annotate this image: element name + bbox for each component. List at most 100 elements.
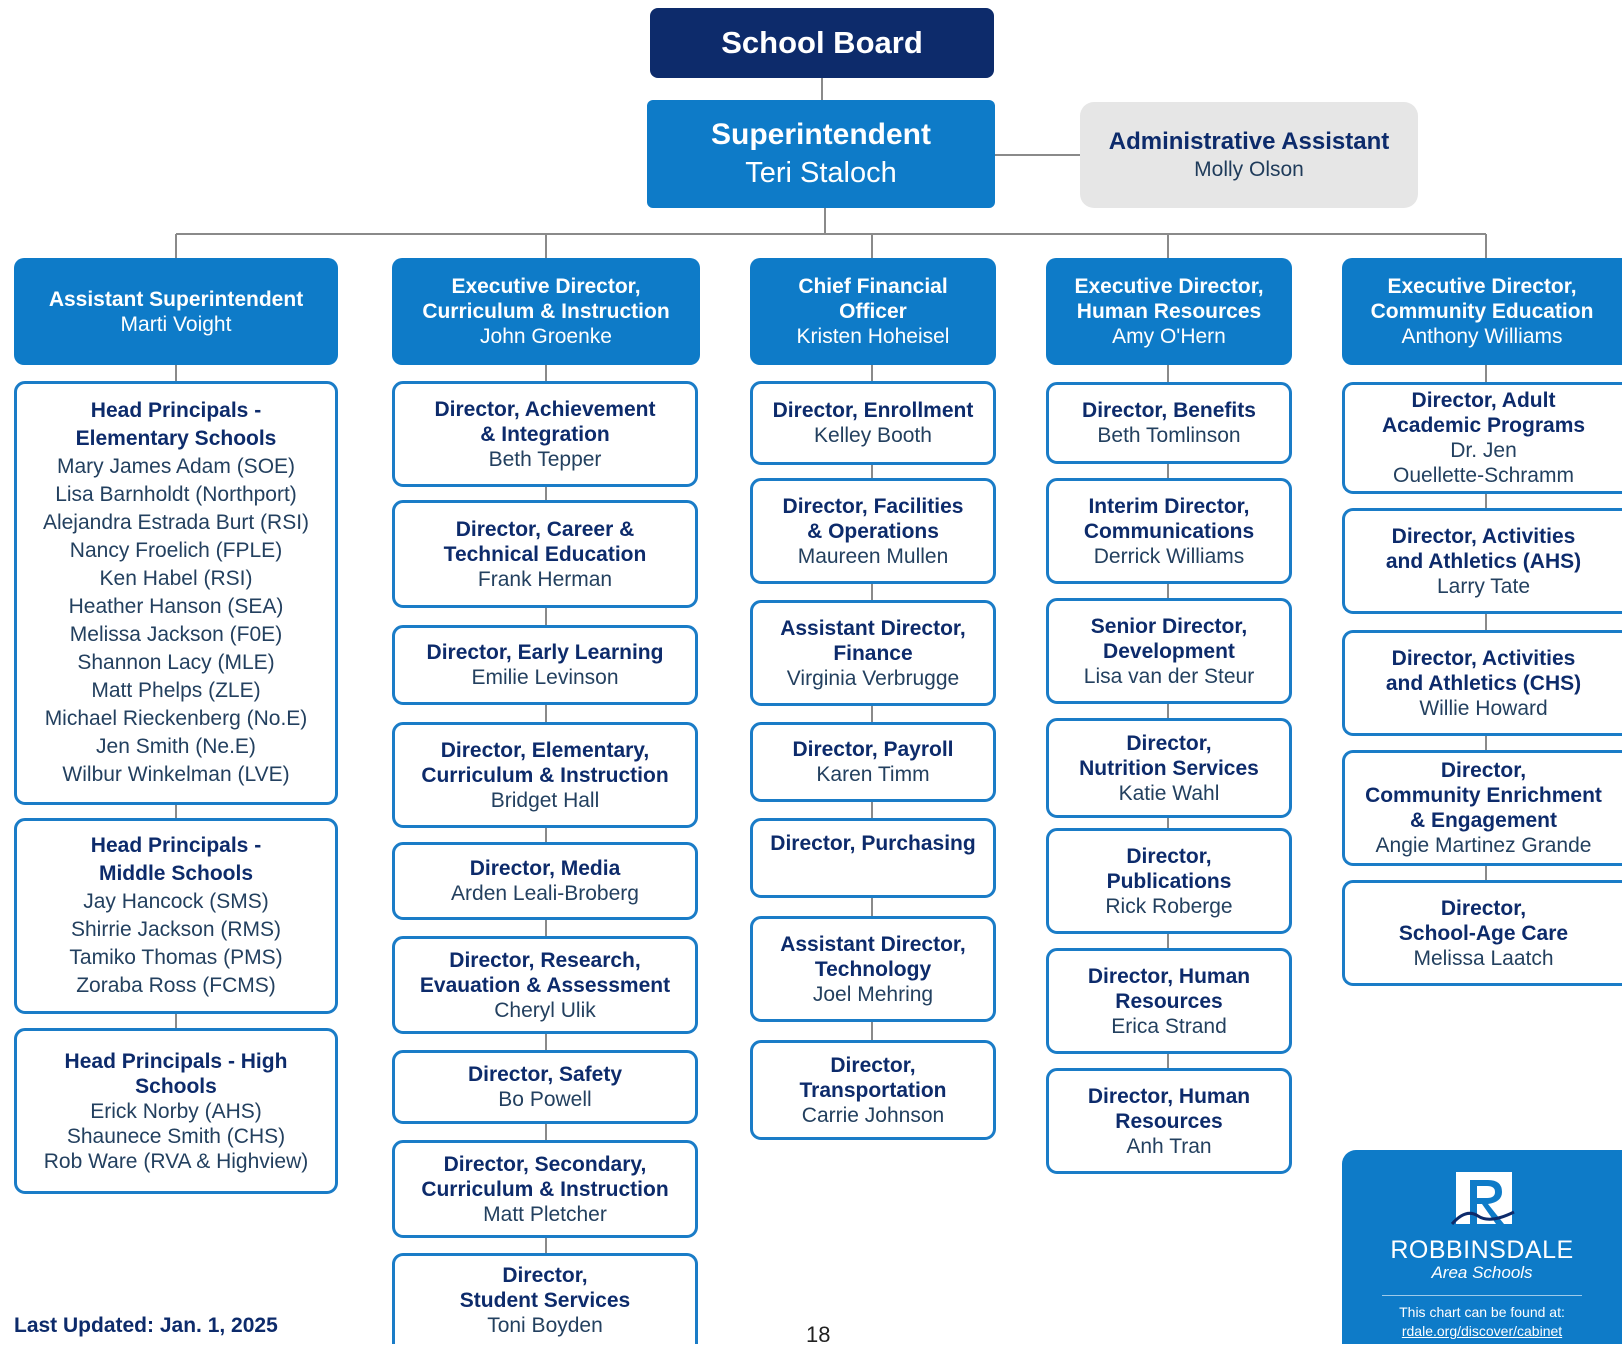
principal-name: Heather Hanson (SEA) — [68, 595, 284, 618]
card-title: Director, Elementary, Curriculum & Instr… — [421, 738, 669, 787]
card-director: Senior Director, Development Lisa van de… — [1046, 598, 1292, 704]
card-director: Director, Research, Evauation & Assessme… — [392, 936, 698, 1034]
principal-name: Shirrie Jackson (RMS) — [70, 918, 282, 941]
column-head-cfo: Chief Financial Officer Kristen Hoheisel — [750, 258, 996, 365]
column-head-title: Assistant Superintendent — [48, 287, 304, 311]
card-title: Director, Student Services — [459, 1263, 631, 1312]
card-title: Director, Human Resources — [1087, 1084, 1251, 1133]
card-director: Director, Nutrition Services Katie Wahl — [1046, 718, 1292, 818]
card-director: Director, Activities and Athletics (CHS)… — [1342, 630, 1622, 736]
card-title: Senior Director, Development — [1090, 614, 1248, 663]
card-title: Director, Career & Technical Education — [443, 517, 647, 566]
card-name: Larry Tate — [1437, 574, 1530, 598]
card-director: Director, School-Age Care Melissa Laatch — [1342, 880, 1622, 986]
card-name: Toni Boyden — [487, 1313, 603, 1337]
card-title: Director, Safety — [467, 1063, 623, 1086]
card-director: Director, Achievement & Integration Beth… — [392, 381, 698, 487]
card-name: Cheryl Ulik — [494, 998, 596, 1022]
card-name: Anh Tran — [1126, 1134, 1212, 1158]
card-director: Director, Career & Technical Education F… — [392, 500, 698, 608]
card-title: Director, Facilities & Operations — [782, 494, 964, 543]
superintendent-title: Superintendent — [710, 118, 931, 151]
page-number: 18 — [806, 1322, 831, 1347]
card-name: Willie Howard — [1419, 696, 1548, 720]
robbinsdale-logo-block: ROBBINSDALE Area Schools This chart can … — [1342, 1150, 1622, 1344]
card-director: Director, Safety Bo Powell — [392, 1050, 698, 1124]
card-director: Director, Activities and Athletics (AHS)… — [1342, 508, 1622, 614]
logo-subtitle: Area Schools — [1431, 1263, 1533, 1282]
column-head-curriculum-instruction: Executive Director, Curriculum & Instruc… — [392, 258, 700, 365]
column-head-name: Kristen Hoheisel — [796, 325, 950, 348]
card-name: Bridget Hall — [490, 788, 600, 812]
robbinsdale-r-logo-icon — [1450, 1172, 1515, 1226]
card-name: Arden Leali-Broberg — [451, 882, 639, 905]
card-title: Director, Secondary, Curriculum & Instru… — [421, 1152, 669, 1201]
card-director: Director, Publications Rick Roberge — [1046, 828, 1292, 934]
card-title: Head Principals - Middle Schools — [90, 834, 262, 885]
logo-url-link[interactable]: rdale.org/discover/cabinet — [1401, 1323, 1563, 1339]
card-name: Katie Wahl — [1118, 781, 1220, 805]
card-title: Director, Enrollment — [772, 399, 974, 422]
card-director: Director, Facilities & Operations Mauree… — [750, 478, 996, 584]
principal-name: Zoraba Ross (FCMS) — [76, 974, 276, 997]
card-director: Director, Secondary, Curriculum & Instru… — [392, 1140, 698, 1238]
card-title: Assistant Director, Technology — [780, 932, 966, 981]
column-head-title: Executive Director, Community Education — [1370, 275, 1594, 323]
principal-name: Rob Ware (RVA & Highview) — [43, 1149, 309, 1173]
column-head-title: Executive Director, Curriculum & Instruc… — [422, 275, 670, 323]
admin-assistant-title: Administrative Assistant — [1108, 128, 1390, 155]
card-name: Melissa Laatch — [1413, 946, 1554, 970]
principal-name: Jay Hancock (SMS) — [83, 890, 269, 913]
principal-name: Nancy Froelich (FPLE) — [69, 539, 283, 562]
column-head-name: Marti Voight — [120, 312, 232, 336]
card-name: Maureen Mullen — [797, 544, 949, 568]
card-name: Joel Mehring — [812, 982, 934, 1006]
card-title: Director, Community Enrichment & Engagem… — [1365, 759, 1602, 832]
card-title: Director, Research, Evauation & Assessme… — [419, 948, 671, 997]
card-name: Frank Herman — [477, 567, 613, 591]
card-title: Director, Media — [469, 857, 621, 880]
card-name: Rick Roberge — [1105, 894, 1233, 918]
card-name: Virginia Verbrugge — [786, 666, 960, 690]
column-head-assistant-superintendent: Assistant Superintendent Marti Voight — [14, 258, 338, 365]
column-head-title: Chief Financial Officer — [798, 275, 948, 323]
card-name: Karen Timm — [816, 763, 930, 786]
card-title: Director, School-Age Care — [1398, 896, 1569, 945]
school-board-title: School Board — [721, 25, 923, 60]
card-director: Interim Director, Communications Derrick… — [1046, 478, 1292, 584]
card-director: Director, Benefits Beth Tomlinson — [1046, 382, 1292, 464]
last-updated: Last Updated: Jan. 1, 2025 — [14, 1314, 278, 1337]
card-director: Director, Payroll Karen Timm — [750, 722, 996, 802]
card-director: Director, Community Enrichment & Engagem… — [1342, 750, 1622, 866]
logo-wordmark: ROBBINSDALE — [1390, 1236, 1574, 1264]
card-name: Matt Pletcher — [483, 1202, 607, 1226]
card-director: Director, Adult Academic Programs Dr. Je… — [1342, 382, 1622, 494]
card-middle-principals: Head Principals - Middle Schools Jay Han… — [14, 818, 338, 1014]
admin-assistant-box: Administrative Assistant Molly Olson — [1080, 102, 1418, 208]
card-high-principals: Head Principals - High Schools Erick Nor… — [14, 1028, 338, 1194]
card-title: Director, Publications — [1106, 844, 1232, 893]
card-name: Dr. Jen Ouellette-Schramm — [1393, 439, 1574, 487]
logo-note: This chart can be found at: — [1399, 1304, 1565, 1320]
principal-name: Wilbur Winkelman (LVE) — [62, 763, 290, 786]
principal-name: Jen Smith (Ne.E) — [96, 735, 256, 758]
card-name: Angie Martinez Grande — [1375, 834, 1592, 857]
principal-name: Shaunece Smith (CHS) — [66, 1124, 286, 1148]
card-director: Director, Purchasing — [750, 818, 996, 898]
card-title: Director, Benefits — [1082, 399, 1256, 422]
card-title: Director, Nutrition Services — [1079, 731, 1259, 780]
card-title: Head Principals - Elementary Schools — [75, 399, 277, 450]
card-director: Director, Human Resources Erica Strand — [1046, 948, 1292, 1054]
card-name: Emilie Levinson — [471, 666, 619, 689]
superintendent-box: Superintendent Teri Staloch — [647, 100, 995, 208]
card-title: Assistant Director, Finance — [780, 616, 966, 665]
card-title: Director, Purchasing — [770, 832, 976, 855]
card-director: Assistant Director, Finance Virginia Ver… — [750, 600, 996, 706]
card-title: Director, Activities and Athletics (AHS) — [1385, 524, 1582, 573]
card-elementary-principals: Head Principals - Elementary Schools Mar… — [14, 381, 338, 805]
card-title: Director, Adult Academic Programs — [1381, 389, 1586, 437]
card-director: Director, Media Arden Leali-Broberg — [392, 842, 698, 920]
card-name: Carrie Johnson — [801, 1103, 945, 1127]
card-title: Director, Achievement & Integration — [434, 397, 656, 446]
card-director: Director, Human Resources Anh Tran — [1046, 1068, 1292, 1174]
